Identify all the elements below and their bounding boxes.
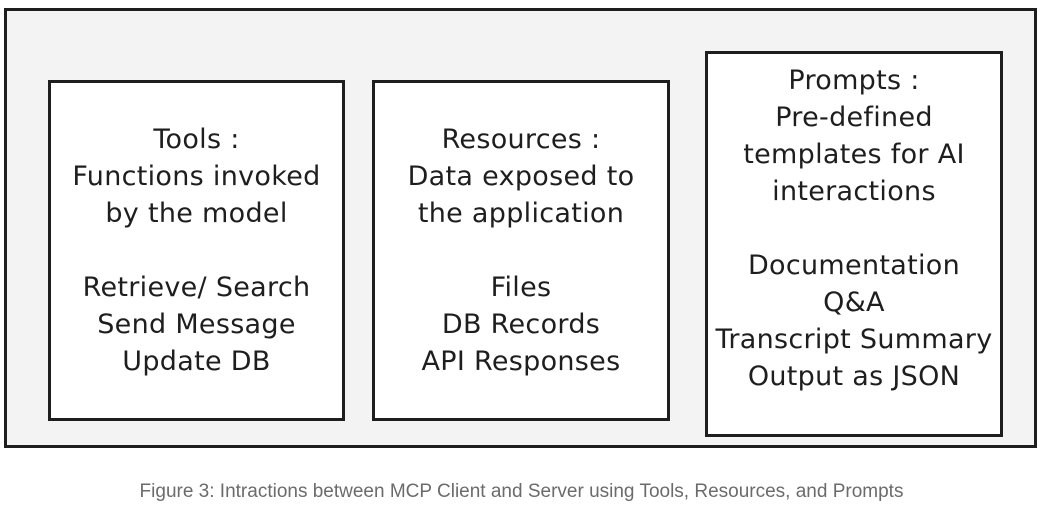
tools-description-line-2: by the model: [105, 198, 288, 229]
prompts-item: Documentation: [747, 250, 961, 281]
tools-description-line-1: Functions invoked: [72, 161, 321, 192]
resources-item: Files: [490, 272, 552, 303]
prompts-description-line-2: templates for AI: [743, 139, 965, 170]
figure-caption: Figure 3: Intractions between MCP Client…: [139, 481, 904, 502]
prompts-description-line-3: interactions: [772, 176, 936, 207]
tools-item: Update DB: [122, 346, 271, 377]
tools-item: Send Message: [97, 309, 296, 340]
prompts-item: Q&A: [823, 287, 885, 318]
prompts-card: Prompts : Pre-defined templates for AI i…: [705, 51, 1003, 437]
resources-description-line-1: Data exposed to: [407, 161, 635, 192]
tools-title: Tools :: [153, 124, 240, 155]
resources-card: Resources : Data exposed to the applicat…: [372, 80, 670, 421]
tools-item: Retrieve/ Search: [82, 272, 311, 303]
resources-description-line-2: the application: [417, 198, 625, 229]
resources-title: Resources :: [441, 124, 601, 155]
prompts-item: Output as JSON: [747, 361, 961, 392]
prompts-item: Transcript Summary: [715, 324, 993, 355]
prompts-title: Prompts :: [788, 65, 920, 96]
tools-card: Tools : Functions invoked by the model R…: [48, 80, 345, 421]
prompts-description-line-1: Pre-defined: [775, 102, 933, 133]
resources-item: DB Records: [441, 309, 601, 340]
resources-item: API Responses: [421, 346, 621, 377]
